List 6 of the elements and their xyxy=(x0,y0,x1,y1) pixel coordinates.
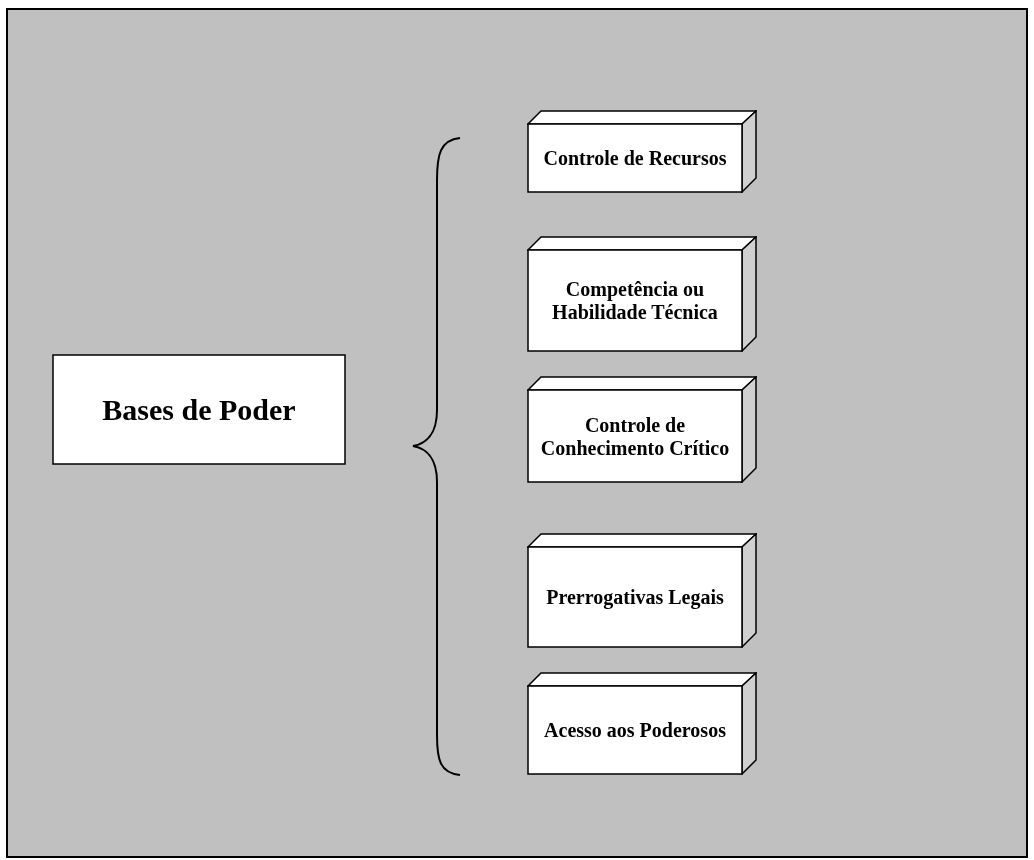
box-label: Competência ou Habilidade Técnica xyxy=(551,278,719,324)
box-label: Controle de Conhecimento Crítico xyxy=(539,413,731,460)
box-label: Bases de Poder xyxy=(102,392,296,427)
box-label: Prerrogativas Legais xyxy=(546,586,724,609)
box-label: Controle de Recursos xyxy=(543,147,727,170)
box-label: Acesso aos Poderosos xyxy=(544,719,726,742)
